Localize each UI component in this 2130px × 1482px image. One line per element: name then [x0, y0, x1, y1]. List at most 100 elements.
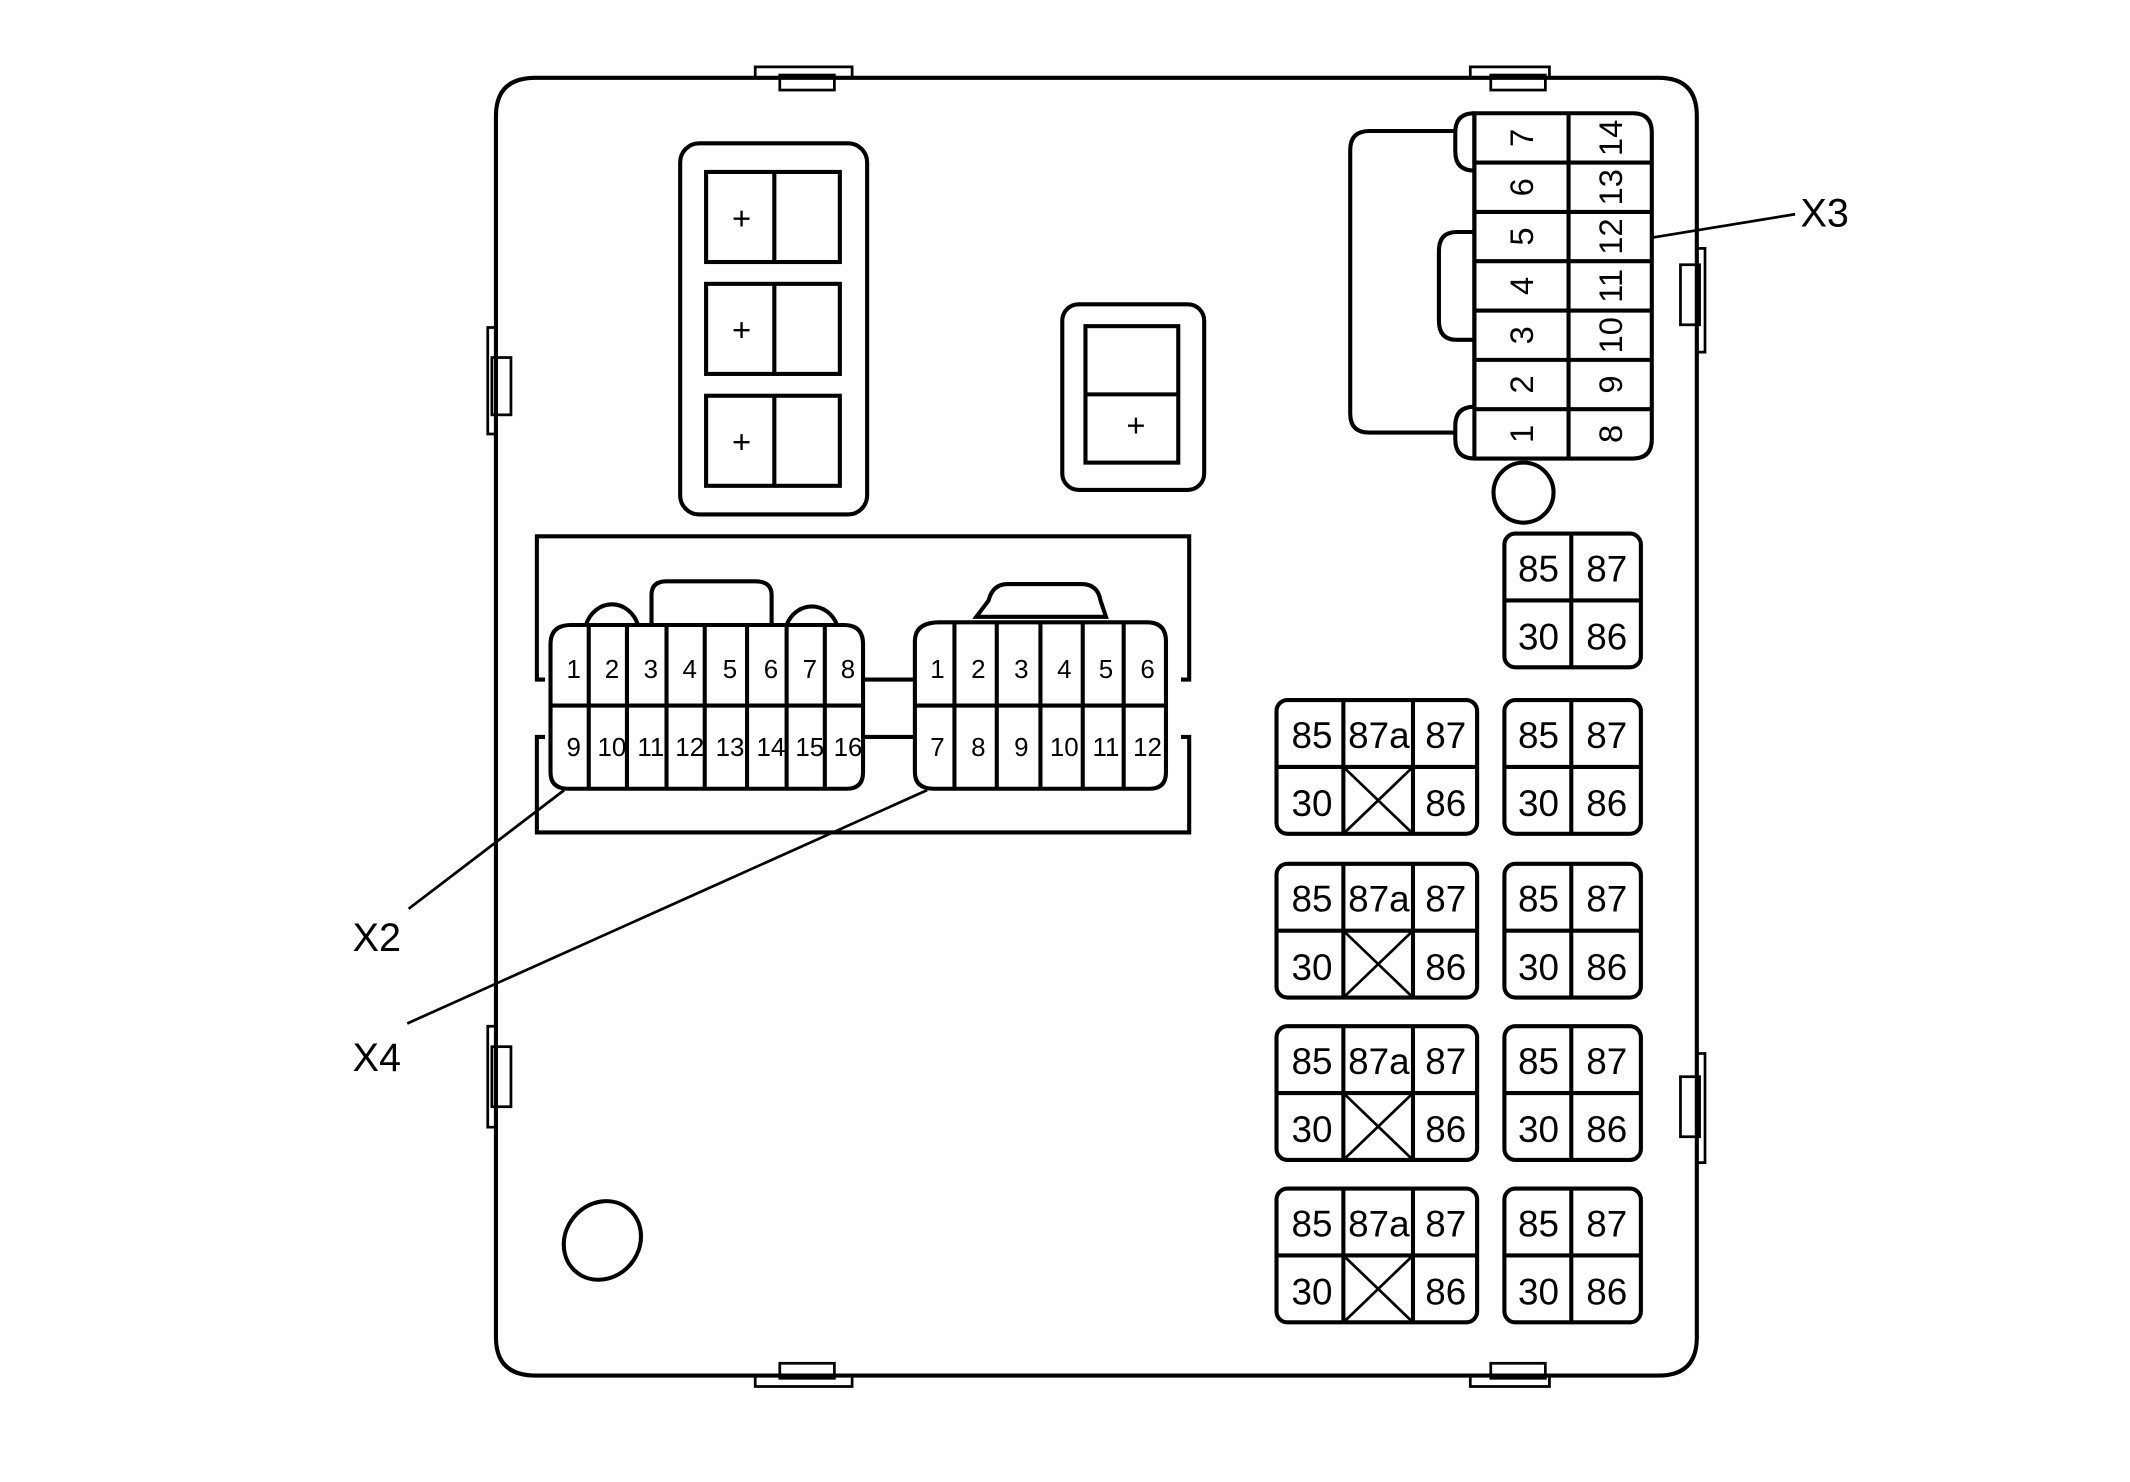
pin-label-x2: 3	[644, 656, 658, 684]
relay-pin-label: 86	[1425, 1272, 1466, 1313]
fuse-plus-sign: +	[1126, 407, 1145, 444]
pin-label-x4: 6	[1140, 656, 1154, 684]
relay-pin-label: 87	[1425, 1041, 1466, 1082]
relay-pin-label: 87a	[1348, 1041, 1410, 1082]
relay-pin-label: 85	[1518, 1041, 1559, 1082]
pin-label-x2: 12	[675, 734, 704, 762]
maxi-fuse-block: + + +	[678, 141, 870, 517]
mounting-clip-bottom-right	[1468, 1361, 1551, 1388]
mounting-clip-top-left	[753, 65, 854, 92]
fuse-plus-sign: +	[732, 311, 751, 348]
relay-pin-label: 86	[1425, 947, 1466, 988]
pin-label-x3: 9	[1592, 375, 1629, 393]
relay-pin-label: 87	[1586, 879, 1627, 920]
pin-label-x2: 9	[567, 734, 581, 762]
relay-pin-label: 87	[1586, 1203, 1627, 1244]
pin-label-x2: 15	[795, 734, 824, 762]
pin-label-x2: 11	[637, 734, 664, 762]
mounting-clip-left-upper	[486, 326, 513, 436]
maxi-fuse: +	[704, 393, 842, 488]
callout-x4: X4	[353, 788, 928, 1080]
pin-label-x3: 14	[1592, 120, 1629, 156]
housing	[486, 65, 1707, 1388]
pin-label-x2: 10	[598, 734, 627, 762]
mounting-clip-right-lower	[1679, 1052, 1707, 1165]
relay-pin-label: 30	[1518, 1109, 1559, 1150]
pin-label-x2: 2	[605, 656, 619, 684]
pin-label-x3: 13	[1592, 169, 1629, 205]
relay-pin-label: 30	[1518, 1272, 1559, 1313]
relay-4-pin: 85 87 30 86	[1502, 861, 1643, 1000]
connector-frame	[534, 534, 1192, 835]
pin-label-x4: 5	[1099, 656, 1113, 684]
pin-label-x3: 12	[1592, 218, 1629, 254]
relay-pin-label: 30	[1518, 947, 1559, 988]
pin-label-x4: 4	[1057, 656, 1071, 684]
relay-pin-label: 85	[1518, 879, 1559, 920]
relay-pin-label: 85	[1292, 1041, 1333, 1082]
pin-label-x4: 2	[971, 656, 985, 684]
pin-label-x2: 6	[764, 656, 778, 684]
mounting-hole-top-right	[1491, 460, 1556, 525]
mounting-clip-bottom-left	[753, 1361, 854, 1388]
mounting-clip-left-lower	[486, 1024, 513, 1129]
relay-pin-label: 87	[1586, 1041, 1627, 1082]
relay-pin-label: 85	[1292, 715, 1333, 756]
relay-pin-label: 85	[1292, 1203, 1333, 1244]
relay-pin-label: 30	[1292, 1272, 1333, 1313]
mounting-hole-bottom-left	[561, 1199, 644, 1282]
relay-pin-label: 30	[1518, 617, 1559, 658]
relay-pin-label: 30	[1292, 1109, 1333, 1150]
relay-pin-label: 86	[1586, 783, 1627, 824]
mounting-clip-right-upper	[1679, 247, 1707, 354]
relay-bank: 85 87 30 86 85 87 30 86 85 87 30 86 85 87 30 86 85 87 30 86…	[1274, 531, 1643, 1325]
pin-label-x2: 13	[716, 734, 745, 762]
callout-label-x2: X2	[353, 916, 401, 960]
relay-pin-label: 86	[1586, 1272, 1627, 1313]
relay-4-pin: 85 87 30 86	[1502, 1024, 1643, 1162]
pin-label-x4: 10	[1050, 734, 1079, 762]
pin-label-x4: 9	[1014, 734, 1028, 762]
pin-label-x4: 12	[1133, 734, 1162, 762]
relay-pin-label: 86	[1586, 947, 1627, 988]
relay-pin-label: 87	[1586, 548, 1627, 589]
relay-5-pin: 85 87a 87 30 86	[1274, 1024, 1480, 1162]
relay-pin-label: 87a	[1348, 715, 1410, 756]
pin-label-x3: 5	[1503, 227, 1540, 245]
pin-label-x2: 7	[803, 656, 817, 684]
maxi-fuse: +	[704, 169, 842, 265]
relay-pin-label: 87	[1586, 715, 1627, 756]
pin-label-x3: 1	[1503, 425, 1540, 443]
relay-pin-label: 87a	[1348, 879, 1410, 920]
pin-label-x2: 1	[567, 656, 581, 684]
relay-pin-label: 85	[1518, 715, 1559, 756]
relay-pin-label: 86	[1425, 1109, 1466, 1150]
relay-pin-label: 30	[1292, 783, 1333, 824]
relay-pin-label: 86	[1425, 783, 1466, 824]
callout-x2: X2	[353, 789, 566, 960]
callout-label-x3: X3	[1801, 192, 1849, 236]
fuse-plus-sign: +	[732, 199, 751, 236]
pin-label-x4: 8	[971, 734, 985, 762]
callout-label-x4: X4	[353, 1036, 401, 1080]
pin-label-x3: 11	[1592, 269, 1629, 303]
relay-pin-label: 30	[1292, 947, 1333, 988]
relay-pin-label: 85	[1292, 879, 1333, 920]
pin-label-x4: 3	[1014, 656, 1028, 684]
pin-label-x3: 10	[1592, 317, 1629, 353]
pin-label-x2: 16	[834, 734, 863, 762]
pin-label-x3: 6	[1503, 178, 1540, 196]
mounting-clip-top-right	[1468, 65, 1551, 92]
relay-pin-label: 87a	[1348, 1203, 1410, 1244]
relay-pin-label: 85	[1518, 548, 1559, 589]
pin-label-x4: 1	[930, 656, 944, 684]
relay-pin-label: 86	[1586, 1109, 1627, 1150]
single-fuse: +	[1060, 302, 1207, 492]
